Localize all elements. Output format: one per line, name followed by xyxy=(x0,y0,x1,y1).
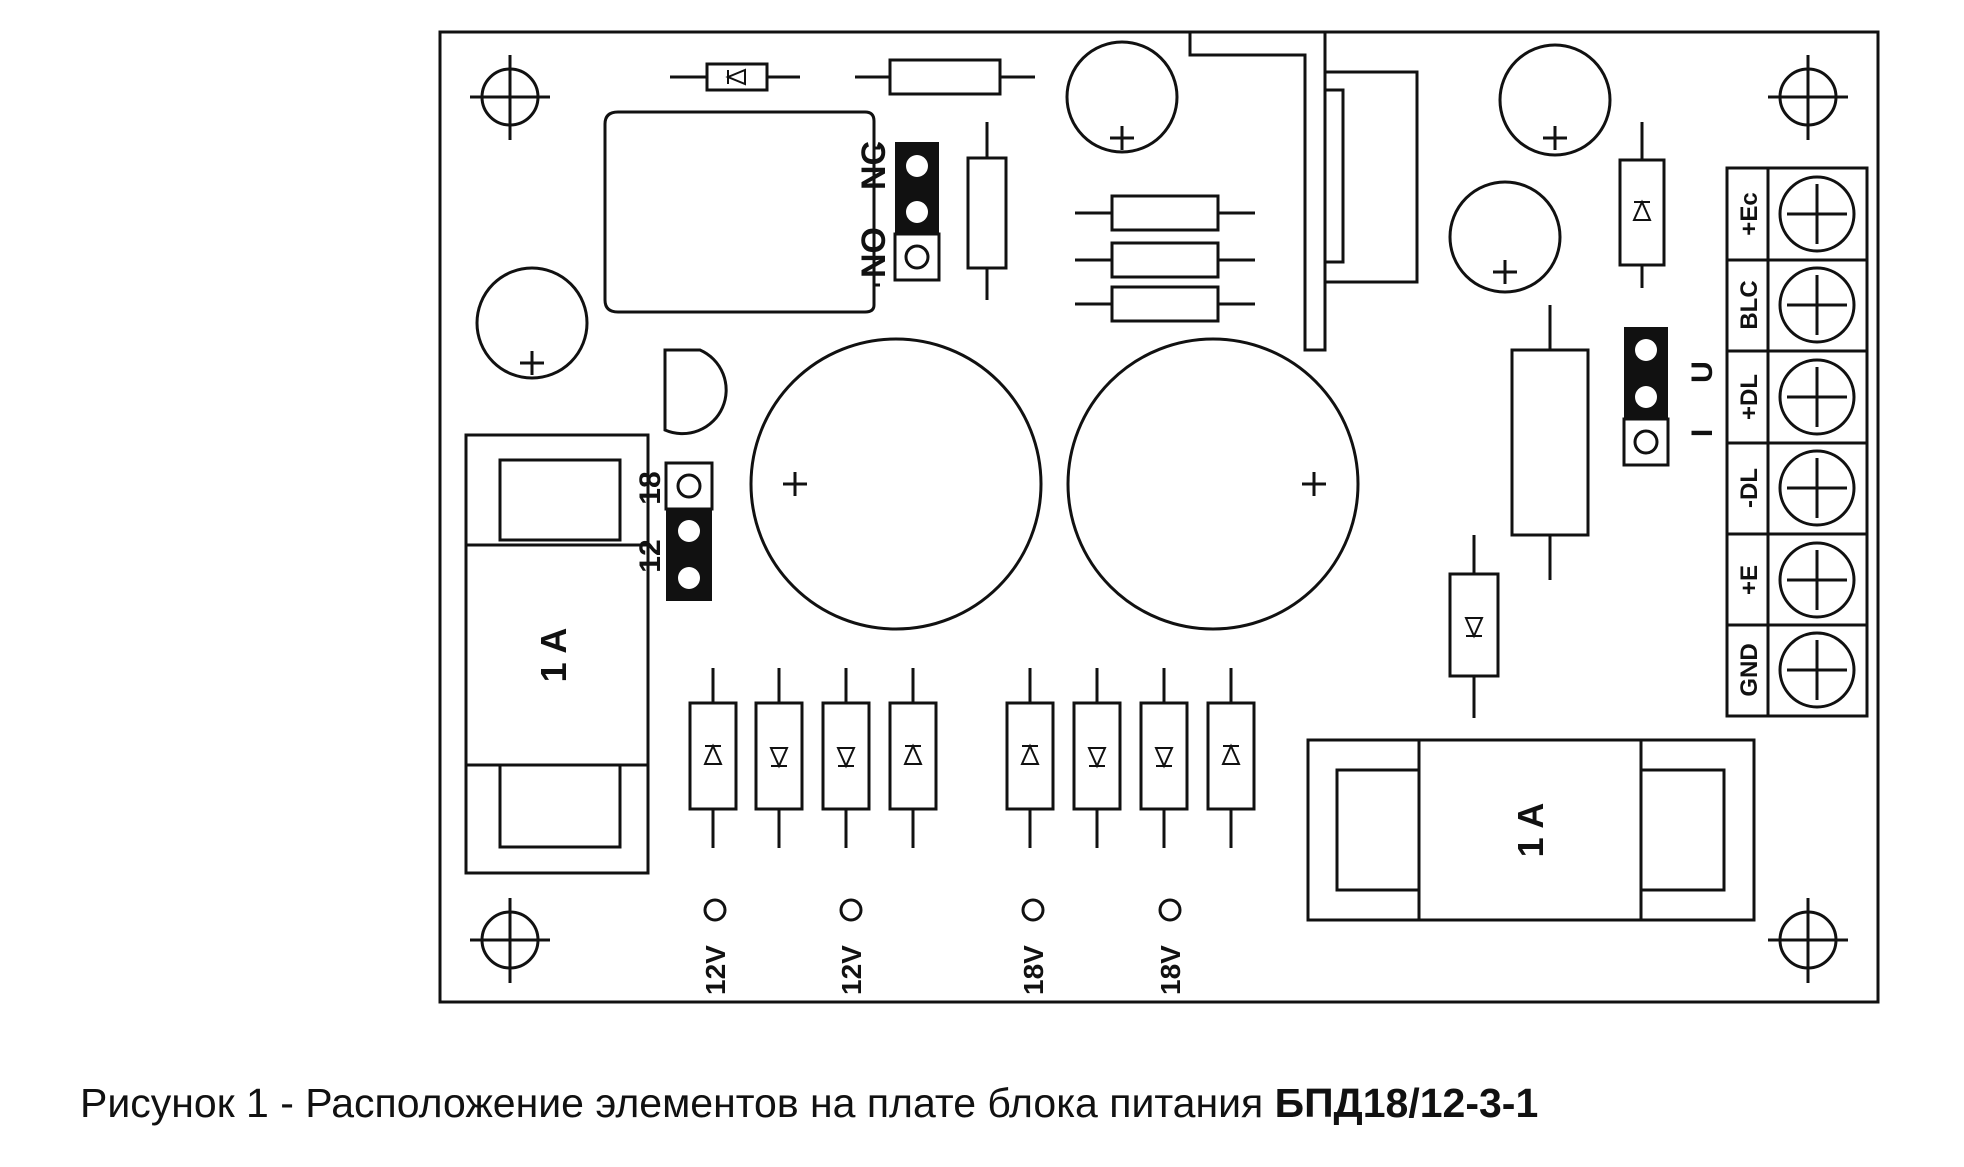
fuse-holder-left xyxy=(464,433,650,875)
fuse-holder-right xyxy=(1306,738,1756,922)
test-point-circles xyxy=(703,898,1182,922)
terminal-block xyxy=(1725,166,1869,718)
voltage-jumper-label-12: 12 xyxy=(634,539,667,572)
mounting-hole-icon xyxy=(470,898,550,983)
terminal-label: -DL xyxy=(1736,468,1763,508)
voltage-jumper xyxy=(664,461,714,601)
mounting-hole-icon xyxy=(1768,898,1848,983)
capacitor-small xyxy=(475,266,589,380)
terminal-screw-icons xyxy=(1778,175,1856,709)
fuse-label-left: 1 A xyxy=(533,628,574,683)
test-point-label: 12V xyxy=(700,945,731,995)
caption-text: Рисунок 1 - Расположение элементов на пл… xyxy=(80,1080,1275,1126)
diode-vertical-lower xyxy=(1448,535,1500,718)
fuse-label-right: 1 A xyxy=(1510,803,1551,858)
resistor-vertical xyxy=(966,122,1008,300)
relay-jumper xyxy=(893,142,941,282)
transistor xyxy=(663,348,728,436)
capacitor-small xyxy=(1498,43,1612,157)
rectifier-diodes xyxy=(688,668,1256,848)
diode-small xyxy=(670,62,800,92)
terminal-label: BLC xyxy=(1736,280,1763,329)
mode-jumper xyxy=(1622,327,1670,467)
mounting-hole-icon xyxy=(1768,55,1848,140)
mounting-hole-icon xyxy=(470,55,550,140)
test-point-label: 18V xyxy=(1018,945,1049,995)
relay-contact-label-nc: NC xyxy=(855,141,893,190)
mode-jumper-label-u: U xyxy=(1686,361,1719,383)
voltage-jumper-label-18: 18 xyxy=(634,471,667,504)
mode-jumper-label-i: I xyxy=(1686,429,1719,437)
diode-symbol-icons xyxy=(703,743,1241,769)
board-outline xyxy=(438,30,1880,1004)
caption-model: БПД18/12-3-1 xyxy=(1274,1080,1539,1126)
capacitor-large xyxy=(1066,337,1360,631)
terminal-label: +Ec xyxy=(1736,192,1763,235)
terminal-label: +DL xyxy=(1736,374,1763,420)
resistor-large xyxy=(1510,305,1590,580)
diode-vertical-top xyxy=(1618,122,1666,288)
resistor-top xyxy=(855,58,1035,96)
terminal-label: +E xyxy=(1736,565,1763,595)
terminal-label: GND xyxy=(1736,643,1763,696)
capacitor-large xyxy=(749,337,1043,631)
test-point-label: 18V xyxy=(1155,945,1186,995)
figure-caption: Рисунок 1 - Расположение элементов на пл… xyxy=(80,1080,1940,1140)
regulator-heatsink xyxy=(1188,32,1419,352)
relay-outline xyxy=(603,110,876,314)
relay-contact-label-no: NO xyxy=(855,227,893,278)
resistor-stack xyxy=(1075,194,1255,323)
test-point-label: 12V xyxy=(836,945,867,995)
capacitor-small xyxy=(1448,180,1562,294)
capacitor-small xyxy=(1065,40,1179,154)
